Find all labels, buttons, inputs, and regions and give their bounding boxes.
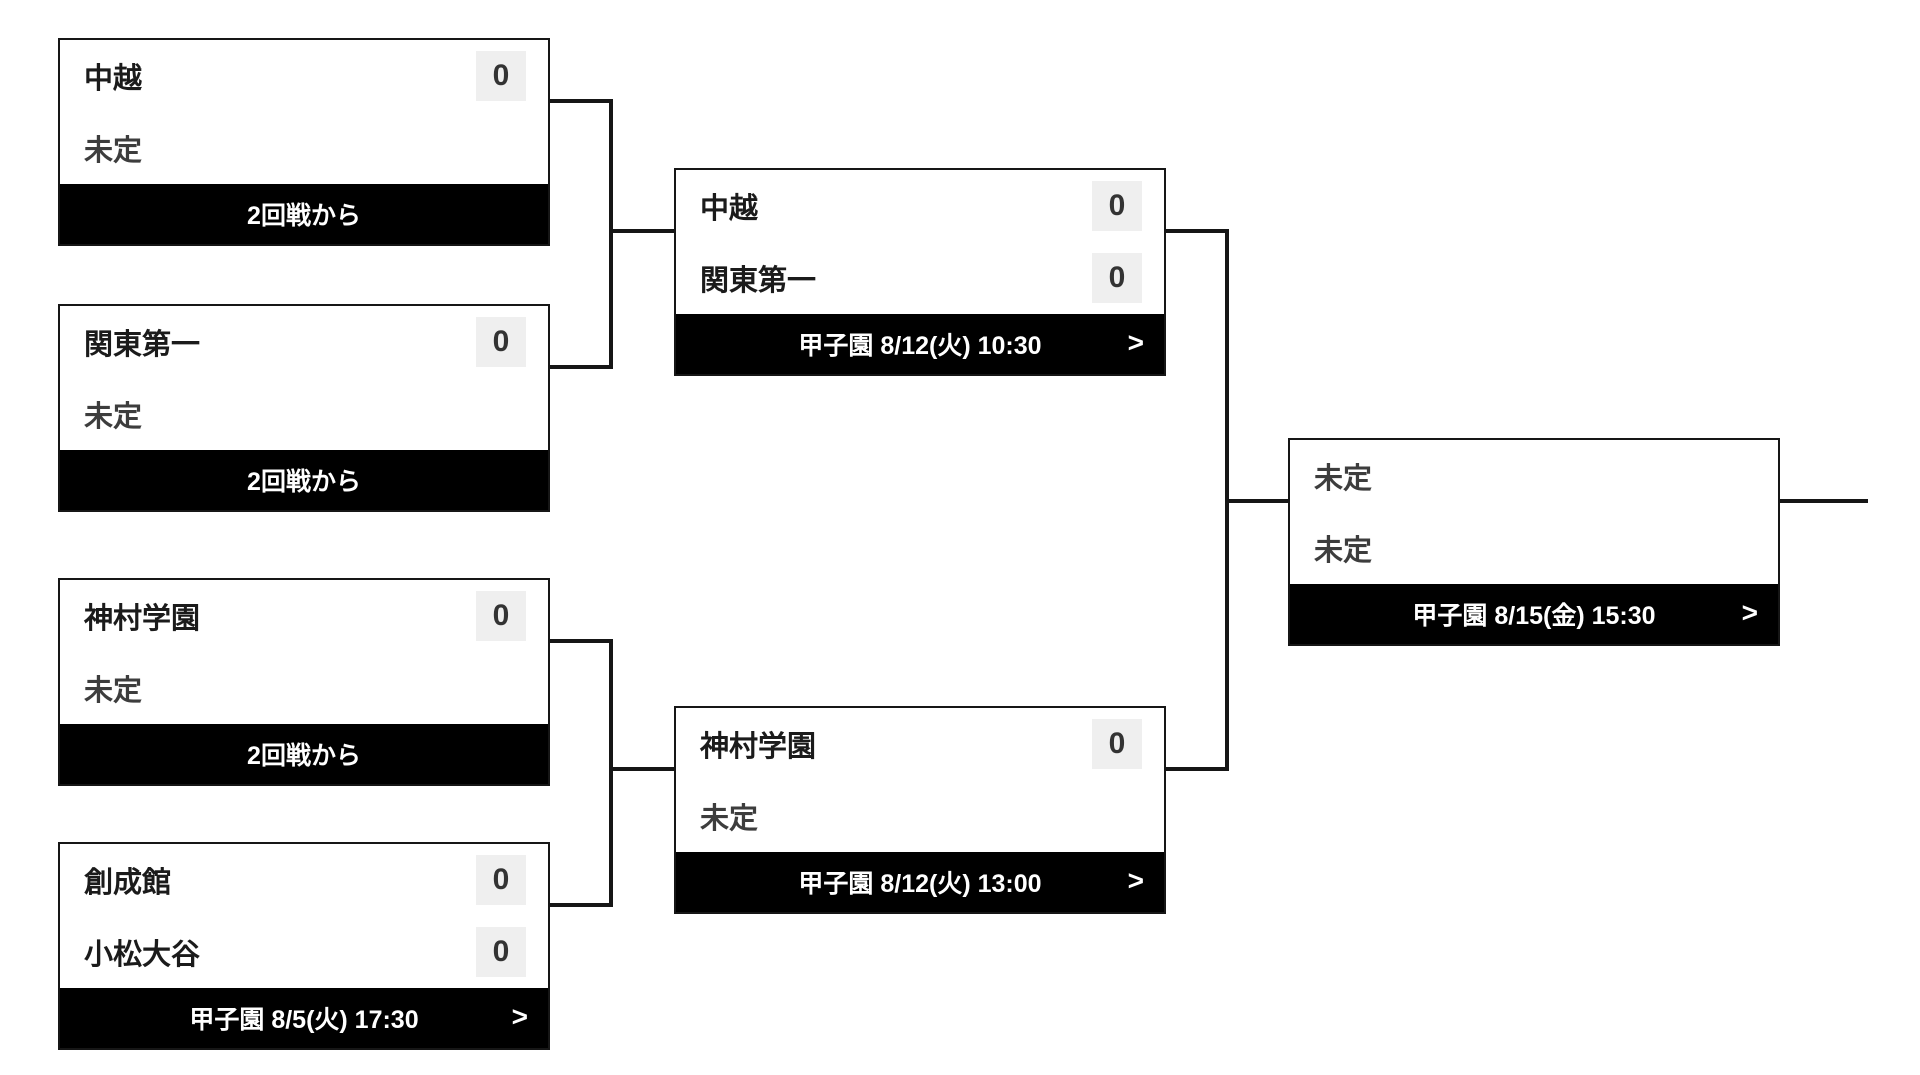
match-footer-label: 甲子園 8/5(火) 17:30	[189, 1006, 419, 1034]
team-name: 中越	[700, 193, 759, 225]
match-card-s2: 神村学園 0 未定 甲子園 8/12(火) 13:00 >	[674, 706, 1166, 914]
connector-line	[1166, 229, 1225, 233]
connector-line	[550, 639, 609, 643]
team-row-top: 未定	[1290, 440, 1778, 512]
connector-line	[550, 99, 609, 103]
team-row-top: 神村学園 0	[60, 580, 548, 652]
team-row-bottom: 未定	[60, 112, 548, 184]
team-row-top: 中越 0	[676, 170, 1164, 242]
team-row-bottom: 関東第一 0	[676, 242, 1164, 314]
match-footer-label: 甲子園 8/12(火) 10:30	[798, 332, 1042, 360]
team-score: 0	[1092, 253, 1142, 303]
match-footer-label: 甲子園 8/12(火) 13:00	[798, 870, 1042, 898]
team-score: 0	[476, 927, 526, 977]
team-score: 0	[476, 855, 526, 905]
team-name: 神村学園	[84, 603, 201, 635]
team-name: 未定	[700, 803, 759, 835]
match-footer: 2回戦から	[60, 450, 548, 510]
team-score: 0	[476, 317, 526, 367]
team-name: 小松大谷	[84, 939, 201, 971]
match-footer-label: 2回戦から	[247, 742, 361, 770]
connector-line	[613, 767, 674, 771]
team-row-top: 中越 0	[60, 40, 548, 112]
team-name: 創成館	[84, 867, 172, 899]
match-footer-label: 甲子園 8/15(金) 15:30	[1412, 602, 1656, 630]
match-footer: 2回戦から	[60, 184, 548, 244]
team-name: 未定	[84, 675, 143, 707]
team-score: 0	[1092, 719, 1142, 769]
match-footer-label: 2回戦から	[247, 468, 361, 496]
chevron-right-icon: >	[1127, 864, 1144, 896]
connector-line	[1166, 767, 1225, 771]
connector-line	[613, 229, 674, 233]
match-card-f1: 未定 未定 甲子園 8/15(金) 15:30 >	[1288, 438, 1780, 646]
team-score: 0	[1092, 181, 1142, 231]
match-card-q1: 中越 0 未定 2回戦から	[58, 38, 550, 246]
team-name: 関東第一	[84, 329, 201, 361]
chevron-right-icon: >	[1127, 326, 1144, 358]
connector-line	[1229, 499, 1288, 503]
team-name: 未定	[84, 401, 143, 433]
match-footer-link[interactable]: 甲子園 8/12(火) 10:30 >	[676, 314, 1164, 374]
match-footer: 2回戦から	[60, 724, 548, 784]
team-row-bottom: 未定	[60, 652, 548, 724]
winner-line	[1780, 499, 1868, 503]
chevron-right-icon: >	[511, 1000, 528, 1032]
team-row-top: 関東第一 0	[60, 306, 548, 378]
connector-line	[1225, 229, 1229, 771]
match-footer-link[interactable]: 甲子園 8/5(火) 17:30 >	[60, 988, 548, 1048]
team-row-bottom: 未定	[676, 780, 1164, 852]
match-card-s1: 中越 0 関東第一 0 甲子園 8/12(火) 10:30 >	[674, 168, 1166, 376]
connector-line	[550, 903, 609, 907]
team-row-bottom: 小松大谷 0	[60, 916, 548, 988]
team-row-top: 神村学園 0	[676, 708, 1164, 780]
match-card-q4: 創成館 0 小松大谷 0 甲子園 8/5(火) 17:30 >	[58, 842, 550, 1050]
match-card-q2: 関東第一 0 未定 2回戦から	[58, 304, 550, 512]
connector-line	[609, 639, 613, 907]
team-name: 中越	[84, 63, 143, 95]
team-name: 未定	[1314, 535, 1373, 567]
connector-line	[609, 99, 613, 369]
team-row-bottom: 未定	[60, 378, 548, 450]
team-score: 0	[476, 51, 526, 101]
team-row-top: 創成館 0	[60, 844, 548, 916]
team-row-bottom: 未定	[1290, 512, 1778, 584]
chevron-right-icon: >	[1741, 596, 1758, 628]
match-footer-link[interactable]: 甲子園 8/12(火) 13:00 >	[676, 852, 1164, 912]
team-name: 関東第一	[700, 265, 817, 297]
team-name: 未定	[84, 135, 143, 167]
team-score: 0	[476, 591, 526, 641]
team-name: 神村学園	[700, 731, 817, 763]
match-card-q3: 神村学園 0 未定 2回戦から	[58, 578, 550, 786]
match-footer-label: 2回戦から	[247, 202, 361, 230]
match-footer-link[interactable]: 甲子園 8/15(金) 15:30 >	[1290, 584, 1778, 644]
connector-line	[550, 365, 609, 369]
team-name: 未定	[1314, 463, 1373, 495]
